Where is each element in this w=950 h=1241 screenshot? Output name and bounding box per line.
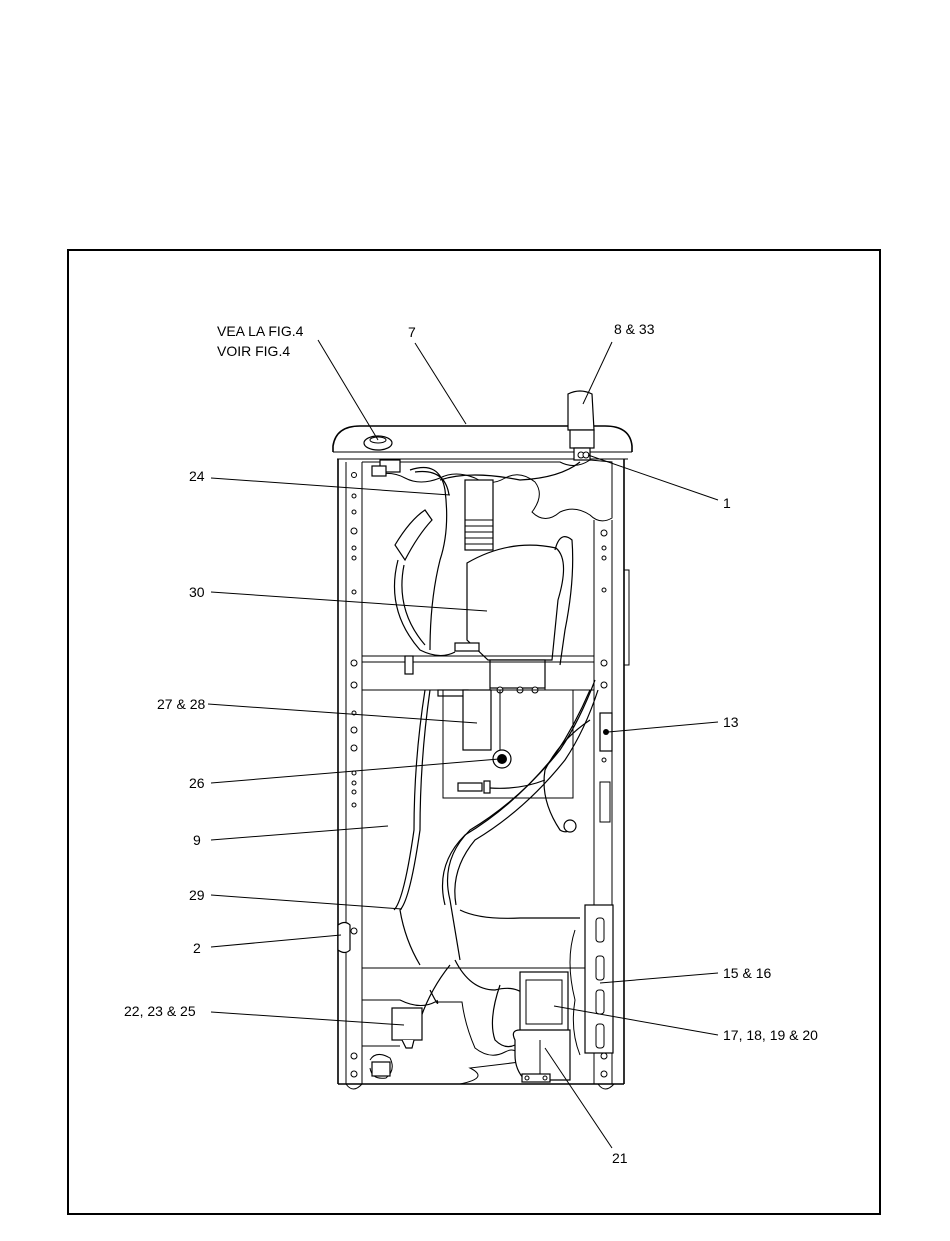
power-cord-box	[370, 1008, 422, 1078]
callout-7: 7	[408, 324, 416, 340]
callout-21: 21	[612, 1150, 628, 1166]
cross-bracket	[362, 643, 594, 696]
control-box	[443, 690, 573, 798]
callout-24: 24	[189, 468, 205, 484]
rail-holes-left	[351, 473, 357, 1078]
callout-2: 2	[193, 940, 201, 956]
callout-15-16: 15 & 16	[723, 965, 771, 981]
pump-assembly	[513, 972, 570, 1082]
callout-voir-fig4: VOIR FIG.4	[217, 343, 290, 359]
callout-vea-fig4: VEA LA FIG.4	[217, 323, 304, 339]
callout-29: 29	[189, 887, 205, 903]
callout-27-28: 27 & 28	[157, 696, 205, 712]
callout-13: 13	[723, 714, 739, 730]
callout-8-33: 8 & 33	[614, 321, 655, 337]
top-fittings	[364, 391, 594, 476]
callout-17-20: 17, 18, 19 & 20	[723, 1027, 818, 1043]
fan-bracket	[570, 905, 613, 1055]
callout-26: 26	[189, 775, 205, 791]
cooling-tank	[465, 480, 564, 693]
callout-22-23-25: 22, 23 & 25	[124, 1003, 196, 1019]
brace-2	[338, 923, 350, 953]
callout-1: 1	[723, 495, 731, 511]
callout-30: 30	[189, 584, 205, 600]
callout-9: 9	[193, 832, 201, 848]
